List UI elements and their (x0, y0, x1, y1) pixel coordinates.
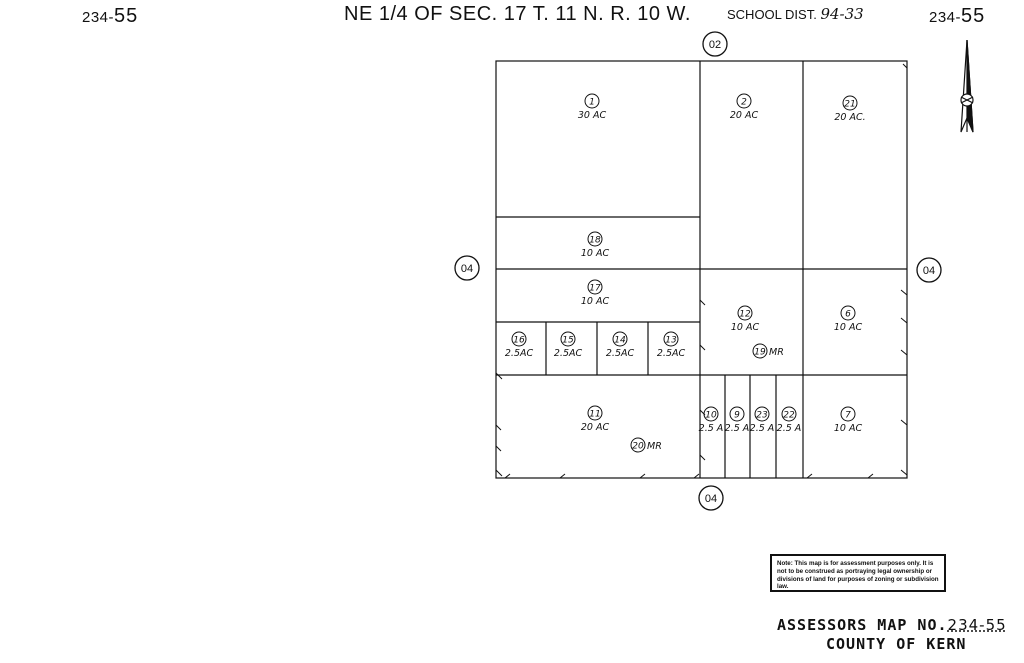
parcel-number: 7 (845, 411, 851, 421)
road-marker-bottom (698, 485, 724, 511)
parcel-number-circle (729, 406, 745, 422)
parcel-number-circle (584, 93, 600, 109)
parcel-area: 20 AC. (834, 112, 865, 123)
disclaimer-note: Note: This map is for assessment purpose… (770, 554, 946, 592)
parcel-area: 2.5 A (725, 423, 750, 434)
parcel-label-2: 2 20 AC (730, 93, 759, 121)
parcel-area: 20 AC (730, 110, 759, 121)
parcel-number-circle (587, 405, 603, 421)
road-marker-top (702, 31, 728, 57)
parcel-label-23: 23 2.5 A (750, 406, 775, 434)
road-label-right: 04 (923, 265, 935, 277)
parcel-area: 2.5AC (657, 348, 686, 359)
parcel-number-circle (560, 331, 576, 347)
parcel-number-circle (663, 331, 679, 347)
parcel-number: 19 (754, 348, 766, 358)
parcel-label-10: 10 2.5 A (699, 406, 724, 434)
north-arrow-icon (960, 39, 974, 133)
parcel-number: 23 (756, 411, 768, 421)
parcel-area: MR (769, 347, 784, 358)
parcel-label-6: 6 10 AC (834, 305, 863, 333)
parcel-number-circle (587, 279, 603, 295)
map-number-left: 234-55 (82, 5, 139, 27)
parcel-label-11: 11 20 AC (581, 405, 610, 433)
parcel-number-circle (587, 231, 603, 247)
road-label-top: 02 (709, 39, 721, 51)
parcel-number-circle (840, 305, 856, 321)
parcel-area: 30 AC (578, 110, 607, 121)
parcel-number-circle (736, 93, 752, 109)
parcel-number: 14 (614, 336, 626, 346)
map-number-right: 234-55 (929, 5, 986, 27)
parcel-area: 2.5AC (554, 348, 583, 359)
assessor-map-number: ASSESSORS MAP NO.234-55 (777, 616, 1007, 634)
parcel-number-circle (703, 406, 719, 422)
parcel-area: 10 AC (581, 296, 610, 307)
parcel-number-circle (630, 437, 646, 453)
road-marker-left (454, 255, 480, 281)
parcel-number-circle (737, 305, 753, 321)
parcel-number-circle (612, 331, 628, 347)
parcel-number-circle (840, 406, 856, 422)
parcel-label-13: 13 2.5AC (657, 331, 686, 359)
parcel-label-1: 1 30 AC (578, 93, 607, 121)
parcel-area: 2.5 A (699, 423, 724, 434)
parcel-label-9: 9 2.5 A (725, 406, 750, 434)
parcel-label-22: 22 2.5 A (777, 406, 802, 434)
parcel-area: 10 AC (581, 248, 610, 259)
road-label-bottom: 04 (705, 493, 717, 505)
map-title: NE 1/4 OF SEC. 17 T. 11 N. R. 10 W. (344, 3, 691, 25)
parcel-number: 18 (589, 236, 601, 246)
parcel-area: 2.5 A (750, 423, 775, 434)
parcel-number: 12 (739, 310, 751, 320)
parcel-area: 10 AC (834, 423, 863, 434)
parcel-label-16: 16 2.5AC (505, 331, 534, 359)
parcel-number: 6 (845, 310, 851, 320)
road-label-left: 04 (461, 263, 473, 275)
parcel-number: 16 (513, 336, 525, 346)
road-marker-right (916, 257, 942, 283)
parcel-number: 1 (589, 98, 595, 108)
parcel-number-circle (842, 95, 858, 111)
parcel-number-circle (754, 406, 770, 422)
parcel-area: 2.5AC (606, 348, 635, 359)
parcel-number: 17 (589, 284, 601, 294)
parcel-label-7: 7 10 AC (834, 406, 863, 434)
parcel-number: 20 (632, 442, 644, 452)
parcel-area: 10 AC (731, 322, 760, 333)
parcel-area: 20 AC (581, 422, 610, 433)
parcel-number: 13 (665, 336, 677, 346)
parcel-area: MR (647, 441, 662, 452)
school-district: SCHOOL DIST. 94-33 (727, 5, 864, 23)
parcel-area: 2.5 A (777, 423, 802, 434)
parcel-number-circle (511, 331, 527, 347)
parcel-number: 22 (783, 411, 795, 421)
parcel-label-21: 21 20 AC. (834, 95, 866, 123)
parcel-number: 10 (705, 411, 717, 421)
parcel-number: 11 (589, 410, 600, 420)
parcel-number-circle (752, 343, 768, 359)
parcel-label-18: 18 10 AC (581, 231, 610, 259)
parcel-number: 21 (844, 100, 855, 110)
parcel-label-14: 14 2.5AC (606, 331, 635, 359)
parcel-label-17: 17 10 AC (581, 279, 610, 307)
parcel-number: 9 (734, 411, 740, 421)
parcel-number: 2 (741, 98, 747, 108)
county-name: COUNTY OF KERN (826, 635, 967, 653)
parcel-label-15: 15 2.5AC (554, 331, 583, 359)
parcel-area: 2.5AC (505, 348, 534, 359)
parcel-label-12: 12 10 AC (731, 305, 760, 333)
parcel-number: 15 (562, 336, 574, 346)
parcel-number-circle (781, 406, 797, 422)
parcel-area: 10 AC (834, 322, 863, 333)
